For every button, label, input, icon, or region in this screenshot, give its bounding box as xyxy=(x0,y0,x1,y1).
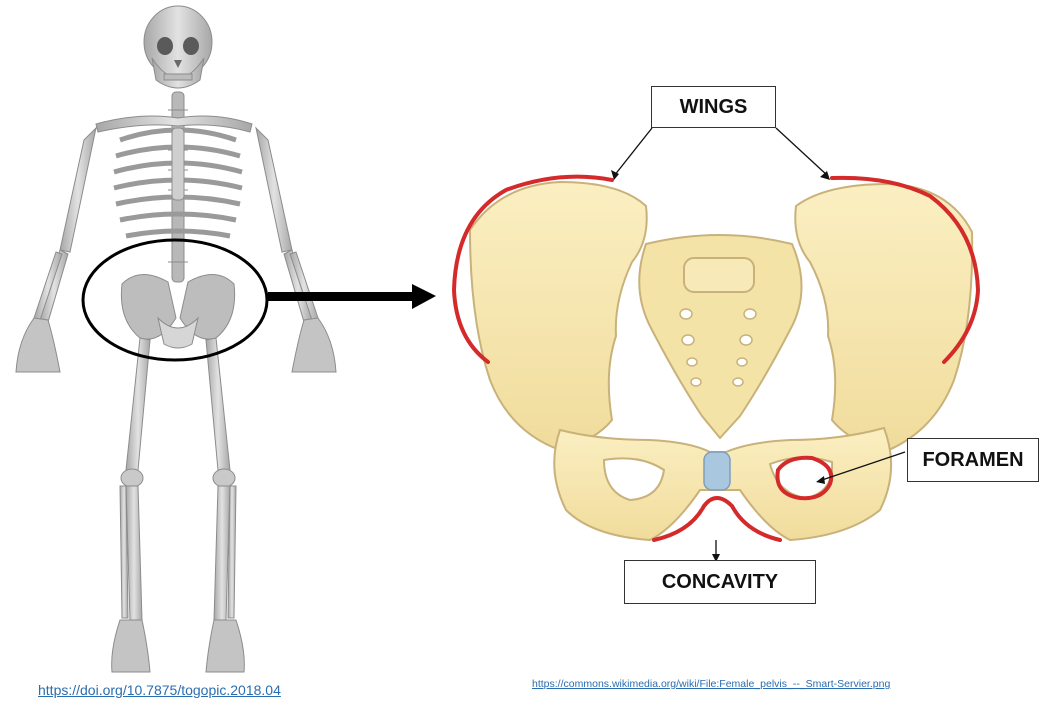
left-arm xyxy=(16,128,96,372)
credit-left[interactable]: https://doi.org/10.7875/togopic.2018.04 xyxy=(38,682,281,698)
label-wings: WINGS xyxy=(651,86,776,128)
pelvis-illustration xyxy=(470,182,972,540)
right-ilium xyxy=(795,184,972,452)
right-leg xyxy=(206,338,244,672)
pointer-arrow xyxy=(268,284,436,309)
pubic-symphysis xyxy=(704,452,730,490)
sternum xyxy=(172,128,184,200)
skeleton-illustration xyxy=(16,6,336,672)
label-foramen: FORAMEN xyxy=(907,438,1039,482)
skull xyxy=(144,6,212,88)
sacral-promontory xyxy=(684,258,754,292)
left-ilium xyxy=(470,182,647,450)
right-arm xyxy=(256,128,336,372)
left-leg xyxy=(112,338,150,672)
label-concavity: CONCAVITY xyxy=(624,560,816,604)
credit-right[interactable]: https://commons.wikimedia.org/wiki/File:… xyxy=(532,678,890,690)
skeleton-pelvis xyxy=(121,274,234,348)
